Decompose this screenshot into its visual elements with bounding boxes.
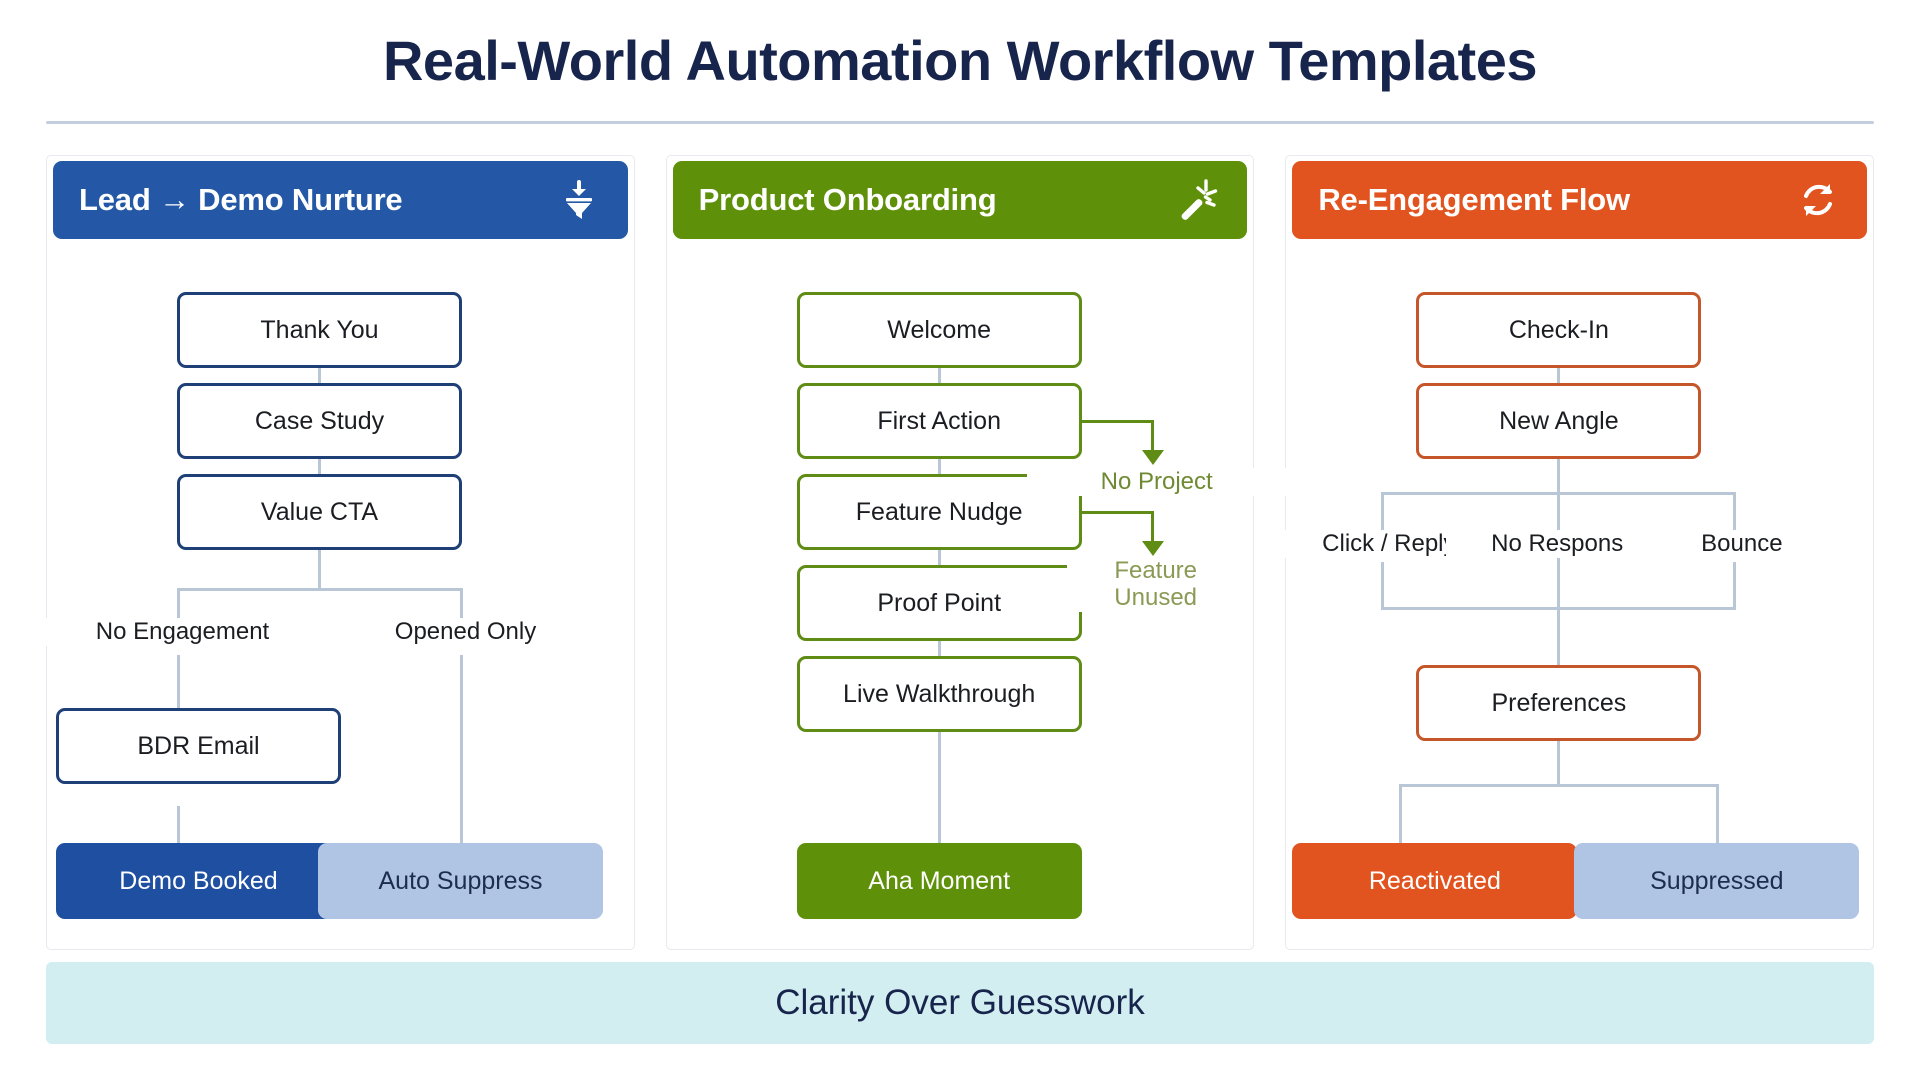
branch-connector [1081, 420, 1154, 423]
workflow-card-lead-demo-nurture[interactable]: Lead → Demo Nurture [35, 155, 635, 950]
connector [1557, 741, 1561, 786]
node-case-study[interactable]: Case Study [177, 383, 462, 459]
branch-label-no-project: No Project [1026, 468, 1287, 496]
connector [318, 550, 321, 590]
node-check-in[interactable]: Check-In [1416, 292, 1702, 368]
connector [177, 588, 180, 630]
connector [1733, 562, 1737, 610]
connector [1381, 492, 1385, 540]
flow-re-engagement-flow: Click / Reply No Response Bounce Check-I… [1271, 240, 1873, 949]
connector [177, 588, 463, 591]
node-welcome[interactable]: Welcome [796, 292, 1082, 368]
workflow-card-re-engagement-flow[interactable]: Re-Engagement Flow [1271, 155, 1875, 950]
connector [1381, 607, 1737, 610]
branch-connector [1081, 511, 1154, 514]
node-demo-booked[interactable]: Demo Booked [56, 843, 341, 919]
node-preferences[interactable]: Preferences [1416, 665, 1702, 741]
magic-wand-icon [1175, 177, 1221, 223]
refresh-icon [1795, 177, 1841, 223]
card-title: Product Onboarding [698, 182, 997, 217]
branch-connector [1150, 511, 1154, 543]
title-divider [46, 121, 1874, 124]
node-value-cta[interactable]: Value CTA [177, 474, 462, 550]
connector [460, 655, 463, 850]
node-suppressed[interactable]: Suppressed [1574, 843, 1860, 919]
card-header-lead-demo-nurture: Lead → Demo Nurture [53, 161, 628, 239]
node-reactivated[interactable]: Reactivated [1292, 843, 1578, 919]
branch-label-no-engagement: No Engagement [35, 618, 330, 646]
connector [1557, 459, 1561, 665]
connector [1733, 492, 1737, 540]
node-thank-you[interactable]: Thank You [177, 292, 462, 368]
connector [1399, 784, 1720, 787]
card-header-product-onboarding: Product Onboarding [672, 161, 1248, 239]
connector [177, 655, 180, 715]
card-title: Re-Engagement Flow [1318, 182, 1630, 217]
node-live-walkthrough[interactable]: Live Walkthrough [796, 656, 1082, 732]
card-title: Lead → Demo Nurture [79, 182, 403, 217]
node-first-action[interactable]: First Action [796, 383, 1082, 459]
connector [1381, 492, 1737, 495]
footer-text: Clarity Over Guesswork [775, 983, 1145, 1022]
flow-lead-demo-nurture: Thank You Case Study Value CTA No Engage… [35, 240, 634, 949]
node-bdr-email[interactable]: BDR Email [56, 708, 341, 784]
connector [937, 732, 941, 843]
footer-banner: Clarity Over Guesswork [46, 962, 1874, 1044]
connector [1399, 784, 1403, 843]
branch-label-bounce: Bounce [1624, 530, 1860, 558]
workflow-card-grid: Lead → Demo Nurture [35, 155, 1875, 950]
connector [1716, 784, 1720, 843]
connector [1381, 562, 1385, 610]
node-aha-moment[interactable]: Aha Moment [796, 843, 1082, 919]
connector [460, 588, 463, 630]
node-proof-point[interactable]: Proof Point [796, 565, 1082, 641]
funnel-icon [556, 177, 602, 223]
page-title: Real-World Automation Workflow Templates [382, 29, 1538, 92]
arrow-down-icon [1141, 541, 1164, 556]
node-auto-suppress[interactable]: Auto Suppress [318, 843, 603, 919]
workflow-card-product-onboarding[interactable]: Product Onboarding [665, 155, 1287, 950]
branch-label-opened-only: Opened Only [318, 618, 613, 646]
branch-connector [1150, 420, 1154, 452]
connector [177, 806, 180, 850]
node-new-angle[interactable]: New Angle [1416, 383, 1702, 459]
card-header-re-engagement-flow: Re-Engagement Flow [1292, 161, 1868, 239]
arrow-down-icon [1141, 450, 1164, 465]
